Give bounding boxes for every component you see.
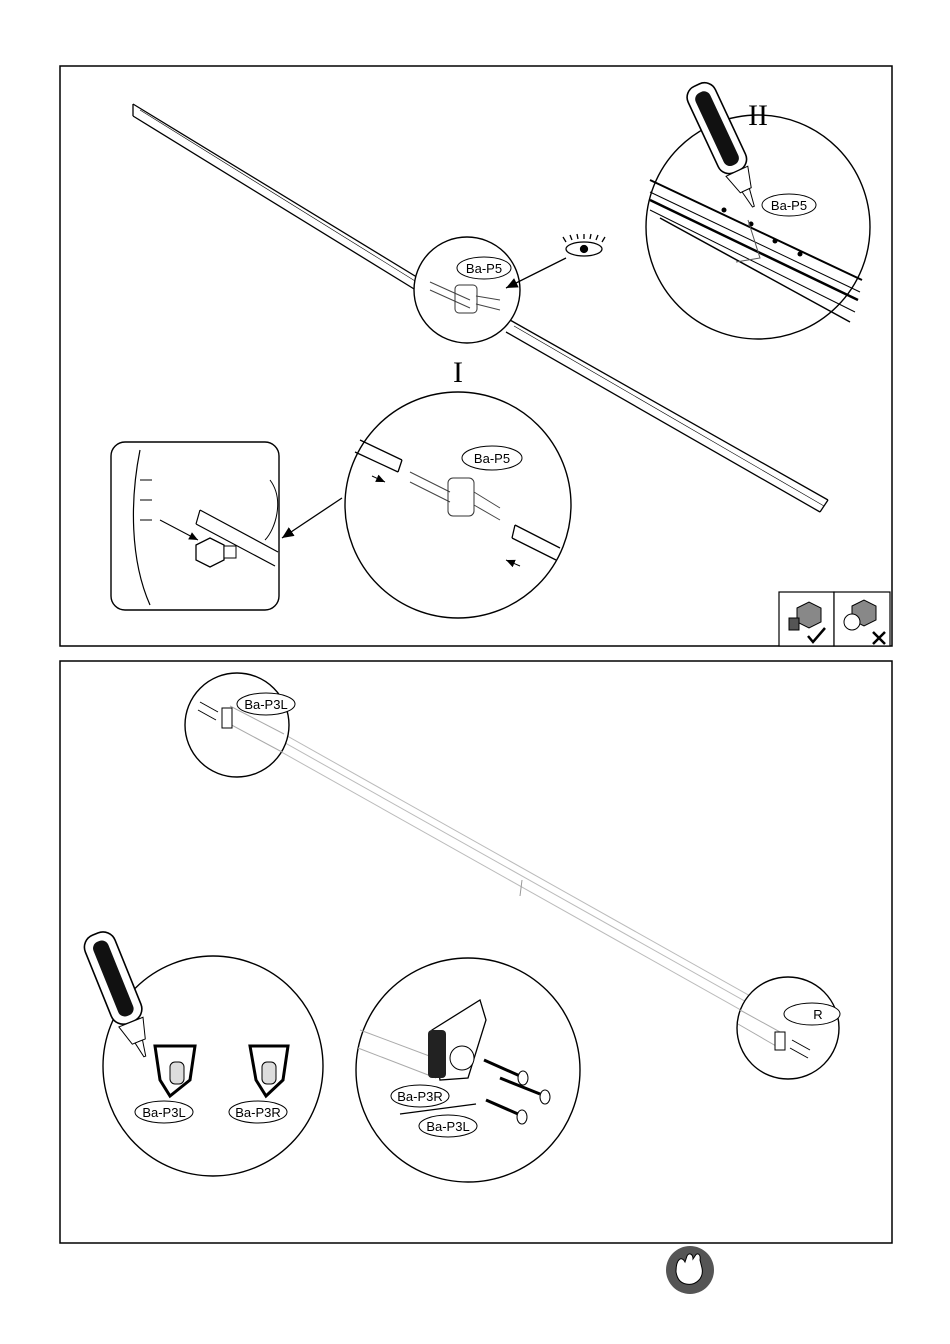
rail-left [133,104,438,300]
part-label-detail-one: Ba-P5 [474,451,510,466]
bolt-detail-box [111,442,279,610]
part-label-glue-left: Ba-P3L [142,1105,185,1120]
detail-circle-one: Ba-P5 [345,392,571,618]
bolt-wrong-icon [834,592,890,646]
part-label-screw-lower: Ba-P3L [426,1119,469,1134]
part-label-main: Ba-P5 [466,261,502,276]
screw-detail-circle: Ba-P3R Ba-P3L [356,958,580,1182]
gloves-icon [666,1246,714,1294]
step-label-two: II [748,99,768,132]
part-label-screw-upper: Ba-P3R [397,1089,443,1104]
assembly-panel-top: Ba-P5 Ba-P5 [60,66,892,646]
part-label-detail-two: Ba-P5 [771,198,807,213]
glue-detail-circle: Ba-P3L Ba-P3R [103,956,323,1176]
eye-icon [563,234,605,256]
part-label-right-end: R [813,1007,822,1022]
connector-detail-circle: Ba-P5 [414,237,520,343]
end-cap-circle-right: R [737,977,840,1079]
bolt-correct-icon [779,592,834,646]
part-label-top-end: Ba-P3L [244,697,287,712]
assembly-panel-bottom: Ba-P3L R Ba-P3L Ba-P3R [60,661,892,1243]
step-label-one: I [453,356,463,389]
detail-circle-two: Ba-P5 [646,115,870,339]
end-cap-circle-left: Ba-P3L [185,673,295,777]
part-label-glue-right: Ba-P3R [235,1105,281,1120]
